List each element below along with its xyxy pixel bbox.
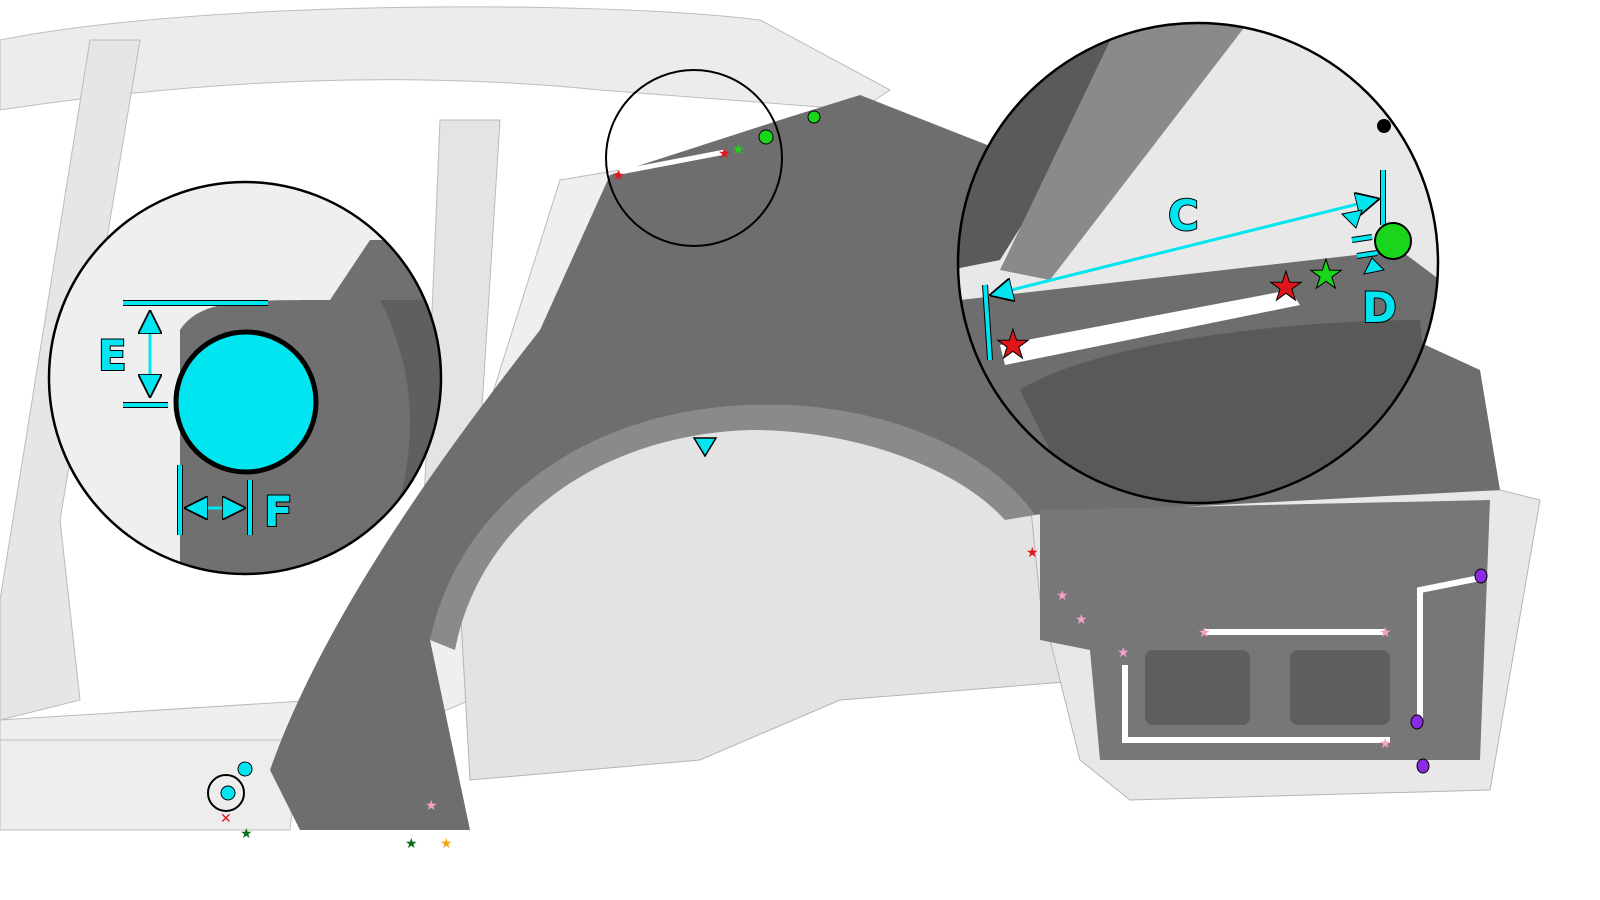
- detail-view-left: E F: [47, 180, 443, 576]
- red-x-marker: ✕: [220, 811, 232, 827]
- red-star-marker-detail: ★: [995, 322, 1031, 368]
- green-dot-marker: [758, 129, 774, 145]
- purple-marker: [1416, 758, 1430, 774]
- overview-markers: ★ ★ ★ ★ ★ ★ ★ ★ ★ ★ ★ ★ ★ ★ ✕: [207, 69, 1488, 852]
- wheel-arch-lip: [430, 404, 1035, 650]
- cyan-dot-marker: [237, 761, 253, 777]
- roof-rail: [0, 6, 891, 111]
- detail-locator-circle-small: [207, 774, 245, 812]
- red-star-marker-detail: ★: [1268, 264, 1304, 310]
- dimension-label-e: E: [98, 331, 127, 380]
- hole-dimension-circle: [173, 329, 319, 475]
- pink-star-marker: ★: [1117, 645, 1130, 661]
- green-dot-marker: [807, 110, 821, 124]
- seam-strip-detail: [1000, 290, 1300, 365]
- pink-star-marker: ★: [1075, 612, 1088, 628]
- trunk-opening-left: [1145, 650, 1250, 725]
- seam-strip-lower: [1122, 575, 1481, 743]
- pink-star-marker: ★: [1379, 625, 1392, 641]
- purple-marker: [1410, 714, 1424, 730]
- dimension-c-arrow: [995, 200, 1374, 294]
- red-star-marker: ★: [612, 168, 625, 184]
- location-triangle-marker: [692, 437, 718, 458]
- seam-strip-upper: [619, 149, 726, 175]
- cyan-dot-marker: [220, 785, 236, 801]
- detail-locator-circle-upper: [605, 69, 783, 247]
- dimension-d-arrow-top: [1340, 209, 1363, 229]
- pink-star-marker: ★: [1198, 625, 1211, 641]
- pink-star-marker: ★: [425, 798, 438, 814]
- pink-star-marker: ★: [1056, 588, 1069, 604]
- pink-star-marker: ★: [1379, 736, 1392, 752]
- black-dot-marker: [1377, 119, 1391, 133]
- dimension-d-arrow-bottom: [1363, 257, 1386, 275]
- floor-sill: [0, 739, 301, 831]
- seam-strip-sill: [247, 832, 449, 845]
- green-star-marker: ★: [405, 836, 418, 852]
- green-dot-marker-detail: [1374, 222, 1412, 260]
- green-star-marker-detail: ★: [1308, 252, 1344, 298]
- purple-marker: [1474, 568, 1488, 584]
- orange-star-marker: ★: [440, 836, 453, 852]
- trunk-opening-right: [1290, 650, 1390, 725]
- dimension-label-d: D: [1362, 283, 1397, 332]
- green-star-marker: ★: [732, 142, 745, 158]
- red-star-marker: ★: [718, 146, 731, 162]
- dimension-label-c: C: [1168, 191, 1199, 240]
- green-star-marker: ★: [240, 826, 253, 842]
- red-star-marker: ★: [1026, 545, 1039, 561]
- dimension-label-f: F: [264, 487, 293, 536]
